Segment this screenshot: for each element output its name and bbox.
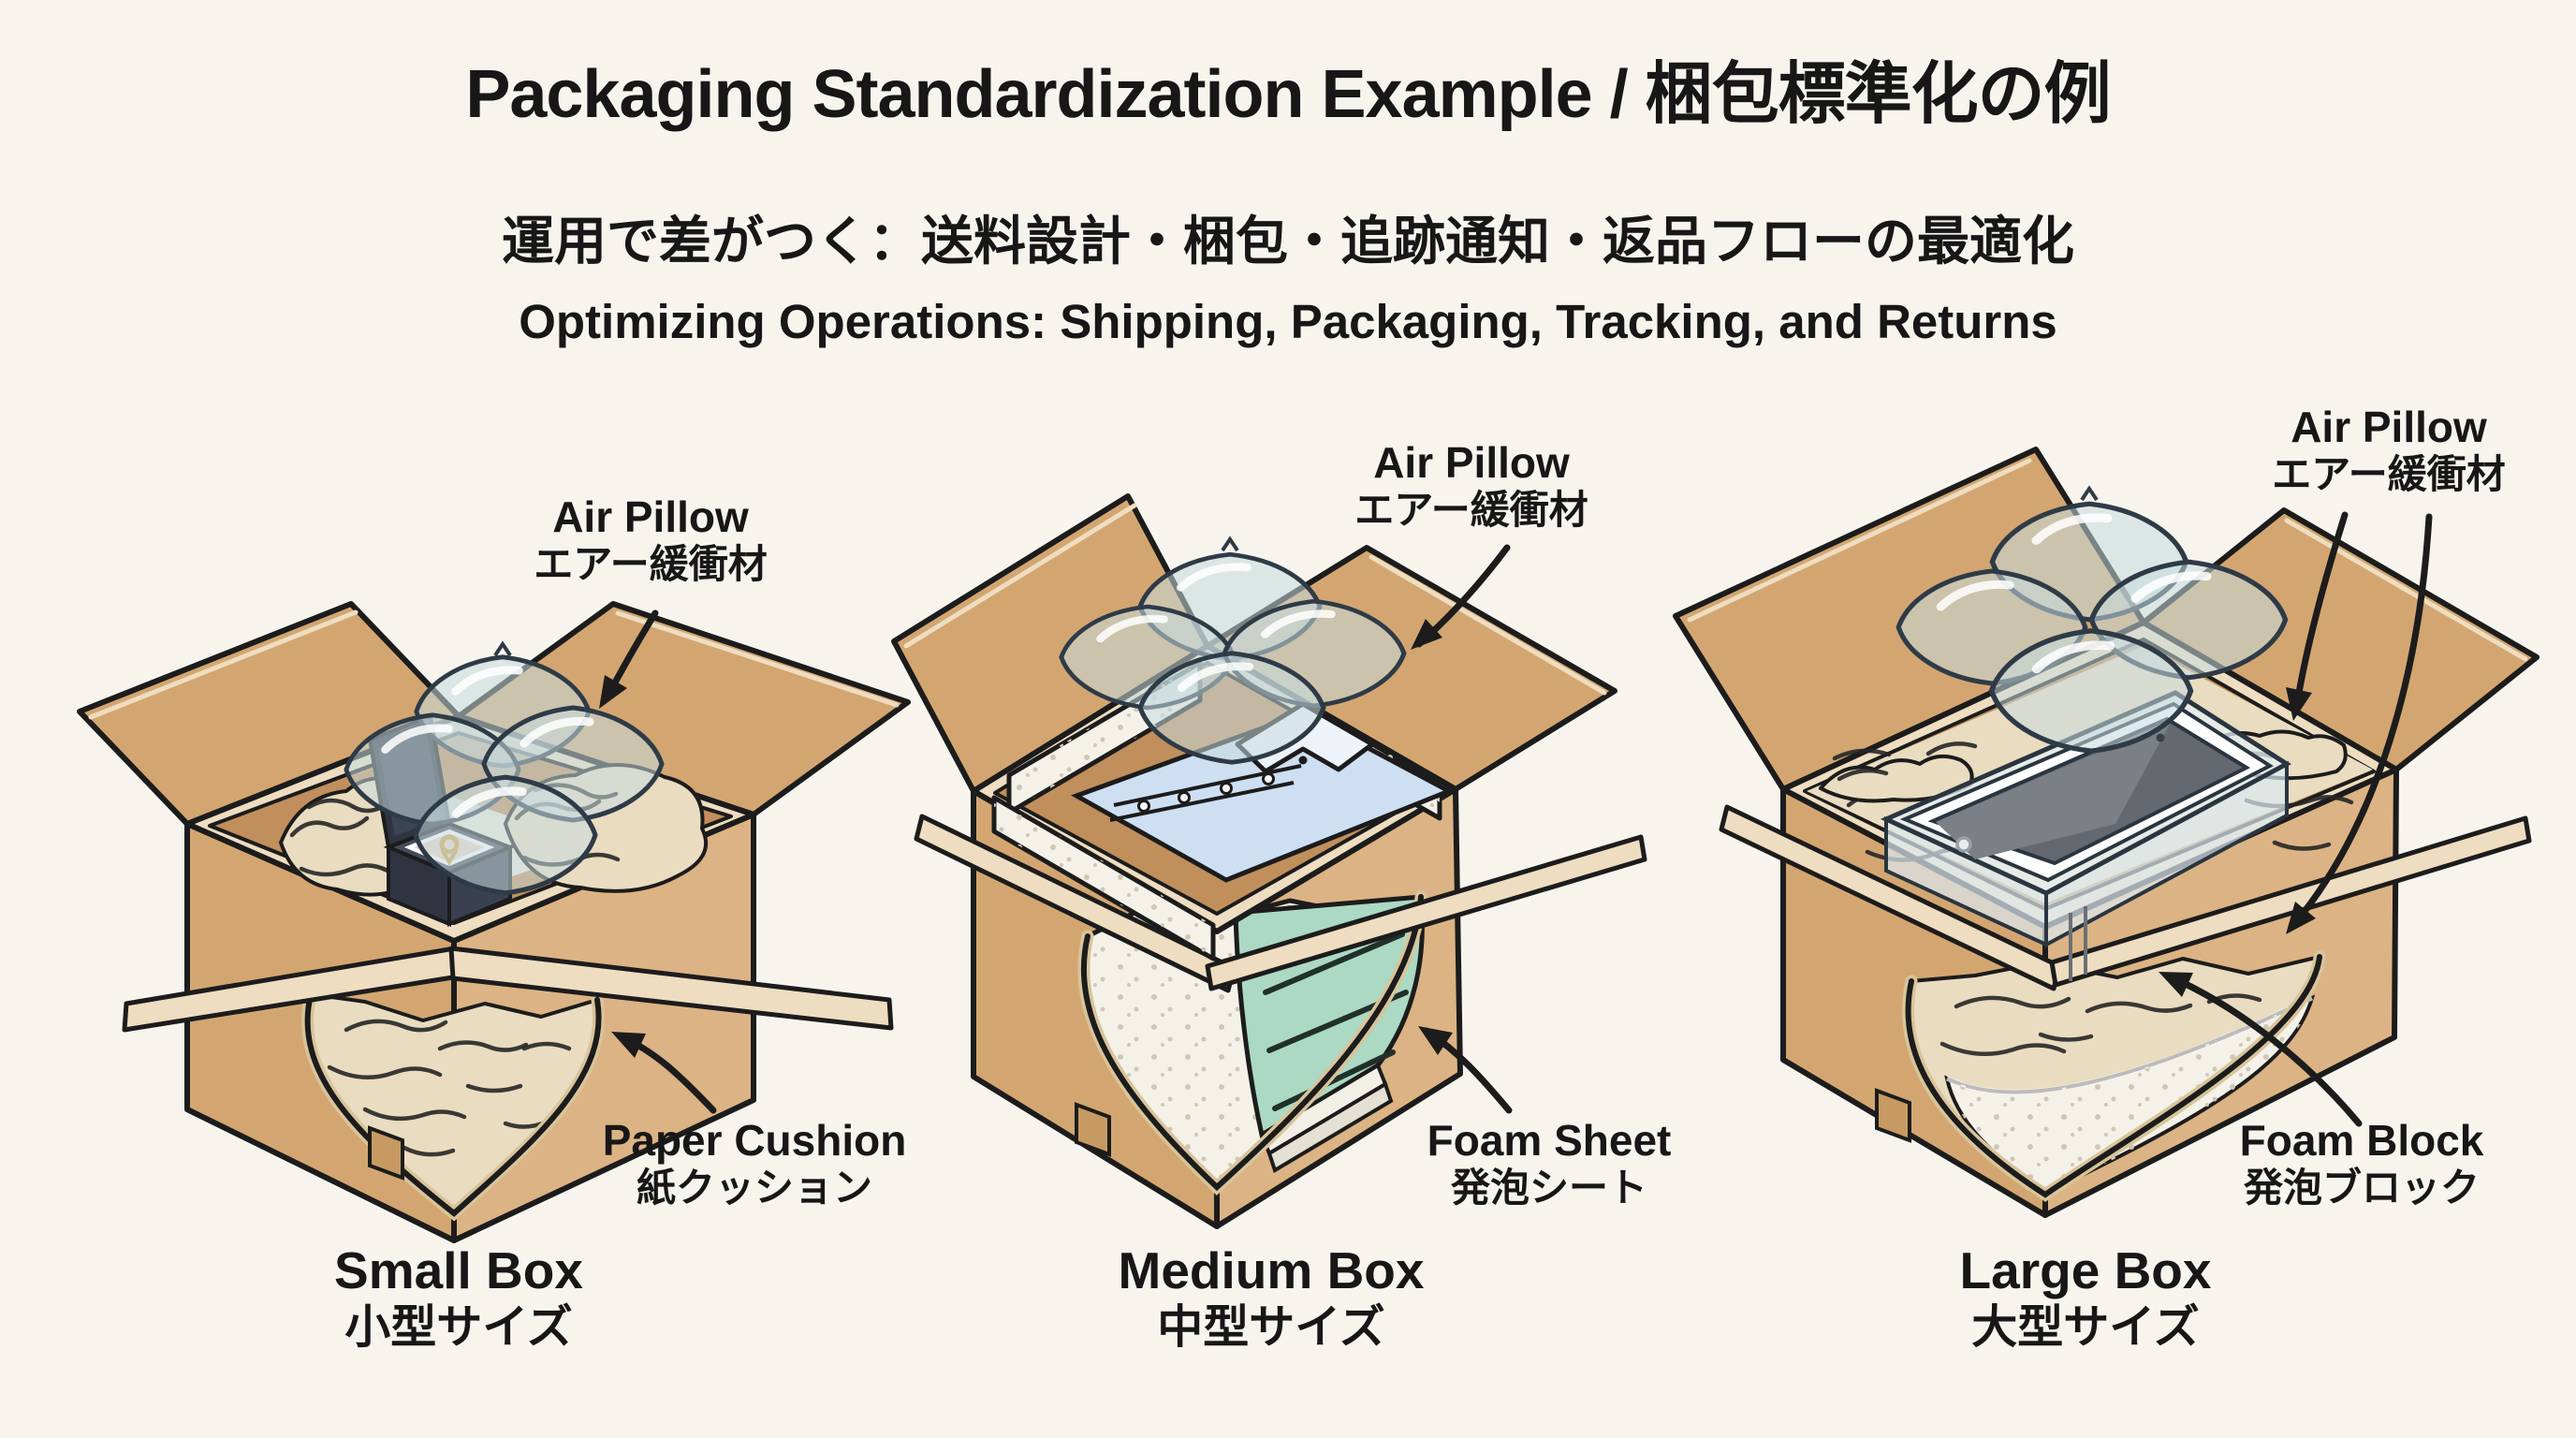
- large-box-cutaway-foam-block: [1902, 950, 2326, 1202]
- large-box-flap-front-right: [2049, 815, 2532, 988]
- large-air-pillow-arrow: [2286, 511, 2433, 934]
- medium-box-illustration: [891, 493, 1647, 1229]
- small-box-cutaway-paper-cushion: [301, 988, 605, 1222]
- medium-foam-sheet-label: Foam Sheet 発泡シート: [1427, 1116, 1672, 1211]
- small-box-name: Small Box 小型サイズ: [334, 1241, 583, 1355]
- medium-box-name-en: Medium Box: [1118, 1241, 1425, 1299]
- medium-air-pillow-label-jp: エアー緩衝材: [1354, 488, 1588, 533]
- medium-box-flap-front-left: [914, 814, 1237, 993]
- medium-air-pillow-arrow: [1411, 544, 1511, 650]
- medium-box-interior: [991, 660, 1455, 961]
- small-paper-cushion-label-en: Paper Cushion: [602, 1116, 907, 1165]
- medium-foam-sheet-arrow: [1418, 1026, 1513, 1114]
- large-box-name-jp: 大型サイズ: [1971, 1301, 2200, 1353]
- large-air-pillow-label-en: Air Pillow: [2291, 403, 2487, 451]
- large-foam-block-label-en: Foam Block: [2239, 1116, 2484, 1165]
- medium-box-flap-front-right: [1205, 834, 1647, 991]
- medium-box-name: Medium Box 中型サイズ: [1119, 1241, 1425, 1355]
- small-box-flap-front-right: [448, 946, 894, 1031]
- small-air-pillow-label-en: Air Pillow: [552, 492, 749, 541]
- large-air-pillow-cluster: [1898, 485, 2285, 751]
- large-air-pillow-label-jp: エアー緩衝材: [2272, 452, 2506, 497]
- small-box-illustration: [77, 601, 911, 1243]
- large-box-flap-front-left: [1719, 804, 2062, 991]
- medium-foam-sheet-label-en: Foam Sheet: [1427, 1116, 1672, 1165]
- small-paper-cushion-arrow: [611, 1032, 717, 1114]
- large-air-pillow-label: Air Pillow エアー緩衝材: [2272, 403, 2505, 498]
- medium-air-pillow-label: Air Pillow エアー緩衝材: [1354, 438, 1588, 534]
- page-title: Packaging Standardization Example / 梱包標準…: [465, 57, 2111, 132]
- small-box-name-jp: 小型サイズ: [344, 1301, 573, 1353]
- small-air-pillow-arrow: [599, 609, 659, 709]
- small-paper-cushion-label-jp: 紙クッション: [636, 1166, 873, 1211]
- large-foam-block-label-jp: 発泡ブロック: [2243, 1166, 2481, 1211]
- medium-box-name-jp: 中型サイズ: [1157, 1301, 1385, 1353]
- small-air-pillow-cluster: [346, 640, 662, 893]
- tablet-in-case: [1880, 690, 2291, 981]
- large-foam-block-label: Foam Block 発泡ブロック: [2240, 1116, 2484, 1211]
- subtitle-japanese: 運用で差がつく：送料設計・梱包・追跡通知・返品フローの最適化: [502, 212, 2074, 271]
- large-box-name-en: Large Box: [1959, 1241, 2212, 1299]
- medium-air-pillow-label-en: Air Pillow: [1373, 438, 1570, 487]
- medium-foam-sheet-label-jp: 発泡シート: [1450, 1166, 1648, 1211]
- small-air-pillow-label: Air Pillow エアー緩衝材: [534, 492, 767, 588]
- large-foam-block-arrow: [2159, 972, 2363, 1127]
- large-box-interior: [1807, 646, 2373, 981]
- small-air-pillow-label-jp: エアー緩衝材: [534, 542, 768, 587]
- subtitle-english: Optimizing Operations: Shipping, Packagi…: [519, 295, 2057, 348]
- large-box-name: Large Box 大型サイズ: [1960, 1241, 2212, 1355]
- medium-air-pillow-cluster: [1061, 536, 1404, 762]
- small-paper-cushion-label: Paper Cushion 紙クッション: [603, 1116, 907, 1211]
- large-box-illustration: [1673, 447, 2539, 1218]
- small-box-name-en: Small Box: [334, 1241, 583, 1299]
